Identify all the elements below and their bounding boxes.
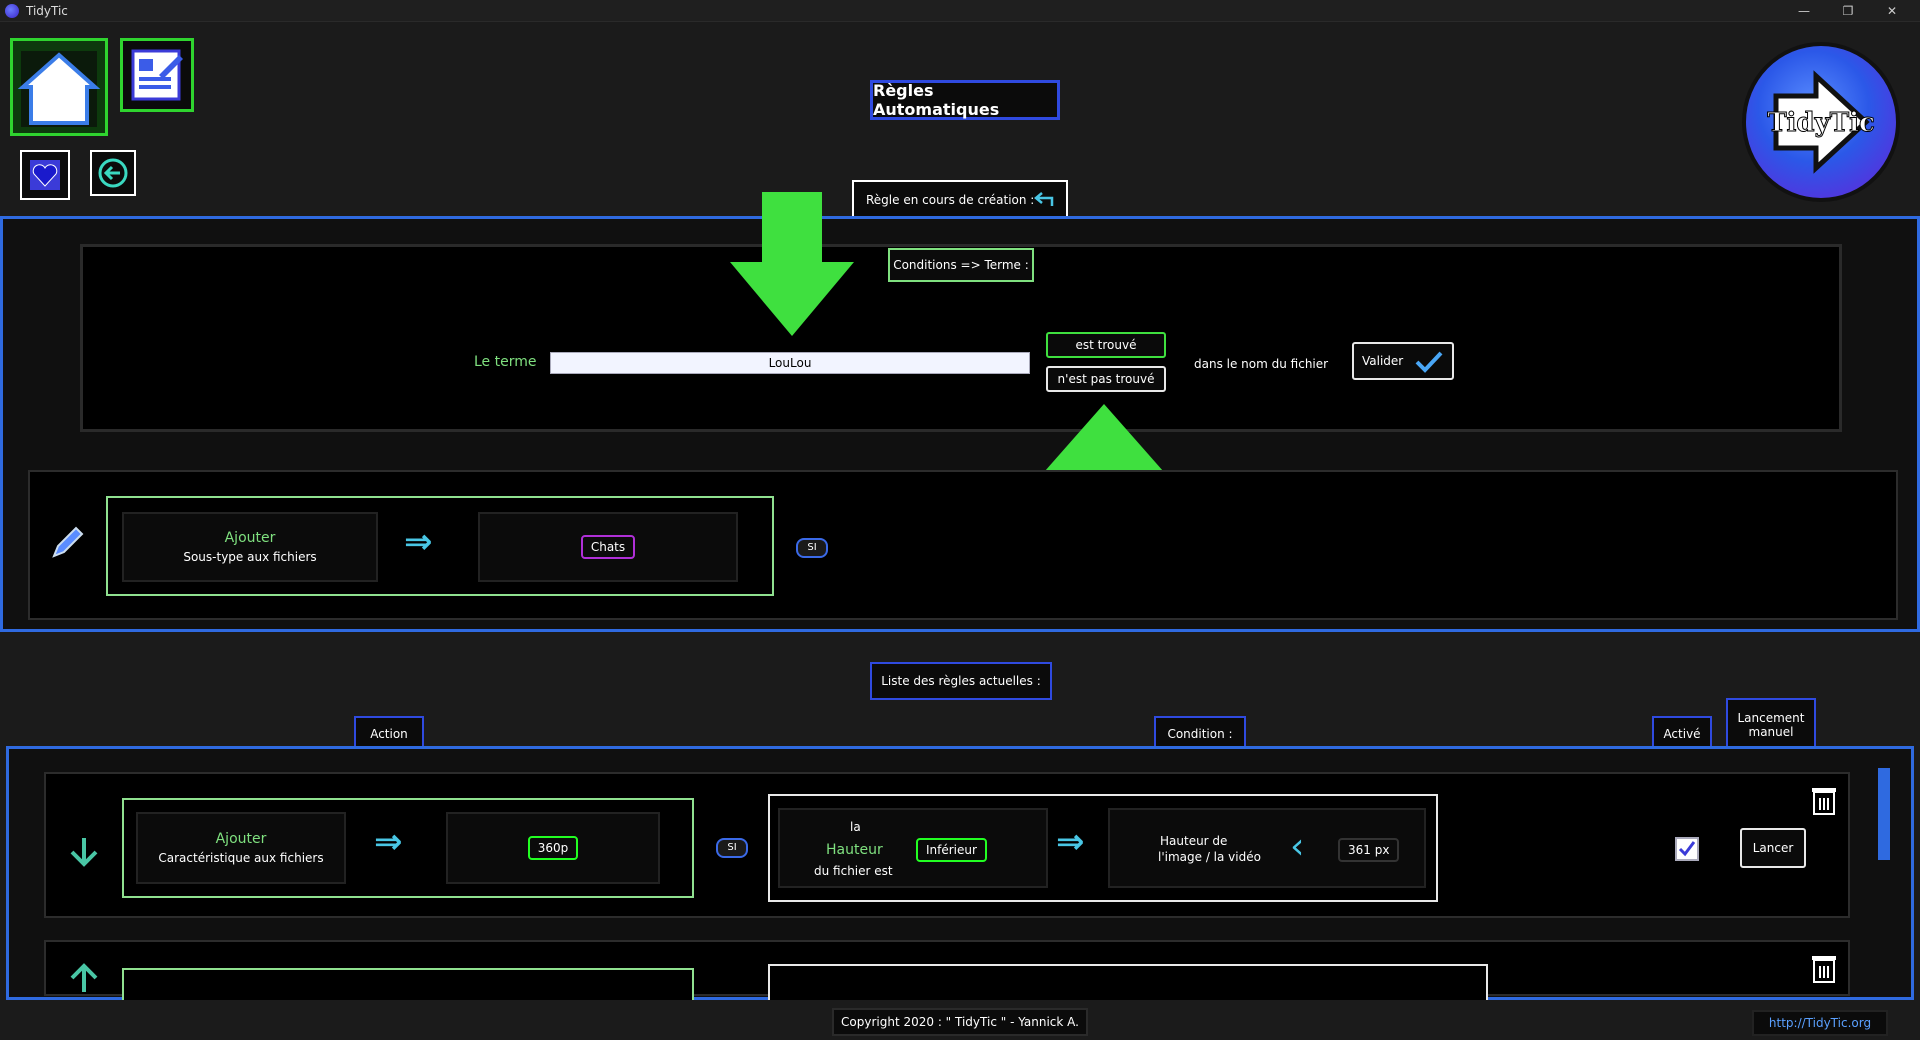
validate-button[interactable]: Valider [1352,342,1454,380]
col-active-label: Activé [1652,716,1712,752]
col-manual-label: Lancement manuel [1726,698,1816,752]
trash-icon[interactable] [1810,784,1838,816]
document-edit-icon [131,49,183,101]
current-value-pill: Chats [580,535,636,559]
website-link[interactable]: http://TidyTic.org [1752,1010,1888,1036]
term-input[interactable] [550,352,1030,374]
trash-icon[interactable] [1810,952,1838,984]
arrow-down-icon [730,192,854,336]
si-badge: SI [796,538,828,558]
launch-button[interactable]: Lancer [1740,828,1806,868]
not-found-button[interactable]: n'est pas trouvé [1046,366,1166,392]
conditions-section-label: Conditions => Terme : [888,248,1034,282]
copyright-label: Copyright 2020 : " TidyTic " - Yannick A… [832,1008,1088,1036]
rules-list-label: Liste des règles actuelles : [870,662,1052,700]
current-value-block[interactable]: Chats [478,512,738,582]
checkmark-icon [1415,351,1443,373]
arrow-right-icon: ⇒ [374,822,403,862]
arrow-left-icon [98,158,128,188]
less-than-icon: ‹ [1290,826,1305,867]
current-action-subtitle: Sous-type aux fichiers [183,550,317,564]
favorites-button[interactable] [20,150,70,200]
pencil-icon[interactable] [48,522,88,562]
home-icon [17,51,101,127]
arrow-down-small-icon[interactable] [66,834,102,870]
rule-action-box [122,968,694,1000]
minimize-icon[interactable]: — [1798,4,1810,18]
rule-condition-target-block[interactable]: Hauteur de l'image / la vidéo ‹ 361 px [1108,808,1426,888]
back-button[interactable] [90,150,136,196]
window-title: TidyTic [26,4,68,18]
arrow-up-small-icon[interactable] [66,960,102,996]
rules-editor-button[interactable] [120,38,194,112]
undo-icon[interactable] [1030,190,1058,212]
in-filename-label: dans le nom du fichier [1194,357,1329,371]
rule-condition-attr-block[interactable]: la Hauteur du fichier est Inférieur [778,808,1048,888]
heart-icon [30,160,60,190]
arrow-right-icon: ⇒ [1056,822,1085,862]
rule-creating-label: Règle en cours de création : [852,180,1068,220]
app-icon [5,4,19,18]
scrollbar-thumb[interactable] [1878,768,1890,860]
si-badge: SI [716,838,748,858]
close-icon[interactable]: ✕ [1886,4,1898,18]
current-action-block[interactable]: Ajouter Sous-type aux fichiers [122,512,378,582]
found-button[interactable]: est trouvé [1046,332,1166,358]
rule-value-block[interactable]: 360p [446,812,660,884]
window-titlebar: TidyTic — ❐ ✕ [0,0,1920,22]
home-button[interactable] [10,38,108,136]
arrow-right-icon: ⇒ [404,522,433,562]
current-action-title: Ajouter [224,530,276,546]
term-label: Le terme [474,354,537,370]
page-title: Règles Automatiques [870,80,1060,120]
logo-arrow-icon [1773,70,1870,174]
restore-icon[interactable]: ❐ [1842,4,1854,18]
tidytic-logo: TidyTic [1742,42,1900,202]
logo-text: TidyTic [1767,108,1876,139]
rule-condition-box [768,964,1488,1000]
rule-action-block[interactable]: Ajouter Caractéristique aux fichiers [136,812,346,884]
active-checkbox[interactable] [1674,836,1700,862]
